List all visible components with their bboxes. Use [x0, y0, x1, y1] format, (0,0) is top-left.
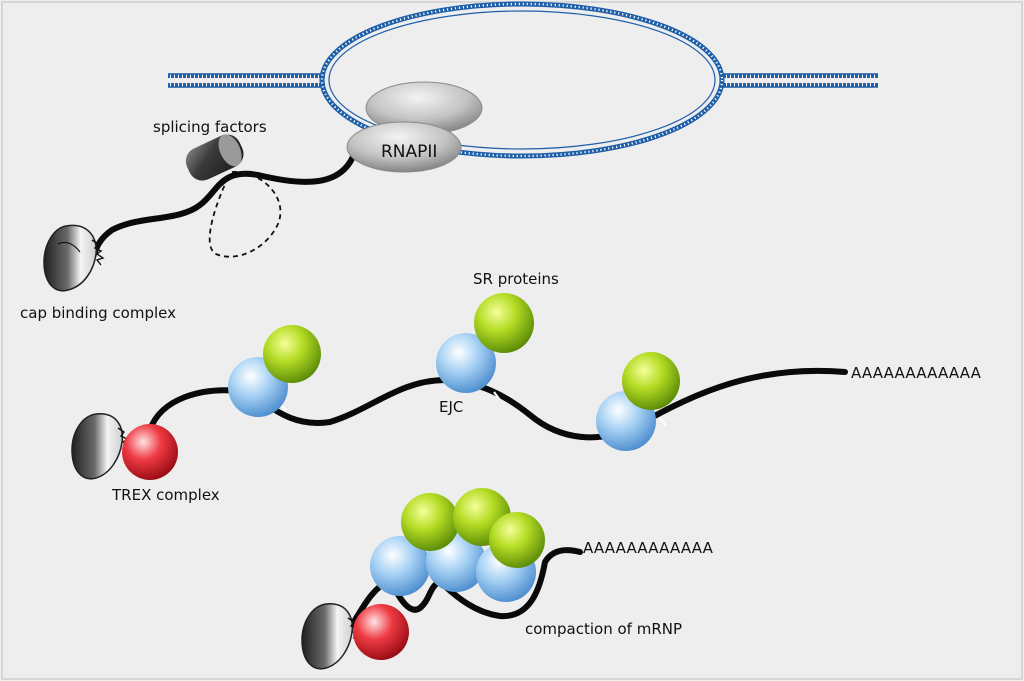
intron-loop	[208, 171, 282, 258]
rnapii-complex: RNAPII	[346, 81, 483, 173]
trex-complex-sphere-bottom	[353, 604, 409, 660]
compacted-protein-cluster	[370, 488, 545, 602]
ejc-sphere-compact-1	[370, 536, 430, 596]
polya-tail-bottom: AAAAAAAAAAAA	[583, 539, 714, 557]
ejc-label: EJC	[439, 398, 463, 416]
splicing-factor-cylinder	[185, 134, 244, 181]
splicing-factors-label: splicing factors	[153, 118, 267, 136]
nascent-rna	[90, 145, 359, 260]
sr-protein-sphere-compact-3	[489, 512, 545, 568]
compaction-label: compaction of mRNP	[525, 620, 682, 638]
cap-binding-complex-label: cap binding complex	[20, 304, 176, 322]
sr-protein-sphere-3	[622, 352, 680, 410]
trex-complex-sphere	[122, 424, 178, 480]
polya-tail-middle: AAAAAAAAAAAA	[851, 364, 982, 382]
sr-proteins-label: SR proteins	[473, 270, 559, 288]
ejc-sphere-2	[436, 333, 496, 393]
trex-complex-label: TREX complex	[111, 486, 220, 504]
sr-protein-sphere-compact-1	[401, 493, 459, 551]
sr-protein-sphere-1	[263, 325, 321, 383]
sr-protein-sphere-2	[474, 293, 534, 353]
dna-duplex	[168, 1, 878, 159]
cap-binding-complex-icon	[43, 224, 105, 292]
rnapii-label: RNAPII	[381, 142, 437, 162]
